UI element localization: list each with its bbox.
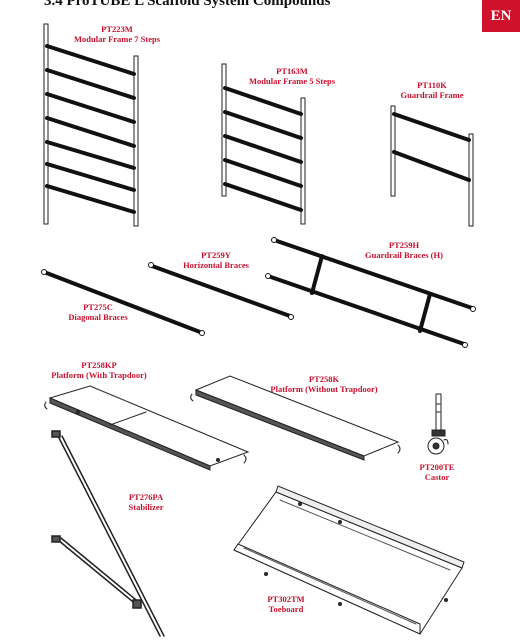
label-stabilizer: PT276PA Stabilizer [129, 492, 164, 512]
page-title: 3.4 ProTUBE L Scaffold System Compounds [44, 0, 331, 9]
label-frame-5-steps: PT163M Modular Frame 5 Steps [249, 66, 335, 86]
component-name: Modular Frame 5 Steps [248, 76, 336, 86]
label-guardrail-frame: PT110K Guardrail Frame [400, 80, 463, 100]
castor-drawing [427, 393, 449, 455]
label-castor: PT200TE Castor [420, 462, 455, 482]
label-guardrail-braces-h: PT259H Guardrail Braces (H) [365, 240, 443, 260]
label-platform-without-trapdoor: PT258K Platform (Without Trapdoor) [270, 374, 377, 394]
label-toeboard: PT302TM Toeboard [267, 594, 304, 614]
platform-with-trapdoor-drawing [44, 385, 250, 471]
frame-5-steps-drawing [221, 63, 306, 225]
horizontal-braces-drawing [148, 262, 294, 320]
component-code: PT258KP [81, 360, 117, 370]
component-name: Castor [424, 472, 450, 482]
label-frame-7-steps: PT223M Modular Frame 7 Steps [74, 24, 160, 44]
diagonal-braces-drawing [41, 269, 205, 336]
platform-without-trapdoor-drawing [190, 375, 401, 461]
component-name: Guardrail Frame [400, 90, 464, 100]
component-code: PT302TM [267, 594, 305, 604]
stabilizer-drawing [51, 430, 165, 637]
frame-7-steps-drawing [43, 23, 139, 227]
component-name: Stabilizer [128, 502, 164, 512]
label-diagonal-braces: PT275C Diagonal Braces [68, 302, 127, 322]
component-name: Guardrail Braces (H) [365, 250, 443, 260]
language-badge[interactable]: EN [482, 0, 520, 32]
component-code: PT259H [388, 240, 420, 250]
component-name: Horizontal Braces [183, 260, 249, 270]
component-name: Diagonal Braces [68, 312, 128, 322]
component-code: PT276PA [128, 492, 164, 502]
component-code: PT258K [308, 374, 340, 384]
label-horizontal-braces: PT259Y Horizontal Braces [183, 250, 249, 270]
component-code: PT275C [83, 302, 113, 312]
component-name: Platform (Without Trapdoor) [270, 384, 378, 394]
component-name: Toeboard [268, 604, 304, 614]
toeboard-drawing [233, 485, 465, 635]
component-code: PT163M [276, 66, 308, 76]
component-code: PT259Y [201, 250, 231, 260]
component-code: PT110K [417, 80, 447, 90]
component-name: Platform (With Trapdoor) [51, 370, 147, 380]
component-code: PT223M [101, 24, 133, 34]
component-code: PT200TE [419, 462, 455, 472]
label-platform-with-trapdoor: PT258KP Platform (With Trapdoor) [51, 360, 146, 380]
guardrail-braces-h-drawing [265, 237, 476, 348]
guardrail-frame-drawing [390, 105, 474, 227]
component-name: Modular Frame 7 Steps [73, 34, 161, 44]
